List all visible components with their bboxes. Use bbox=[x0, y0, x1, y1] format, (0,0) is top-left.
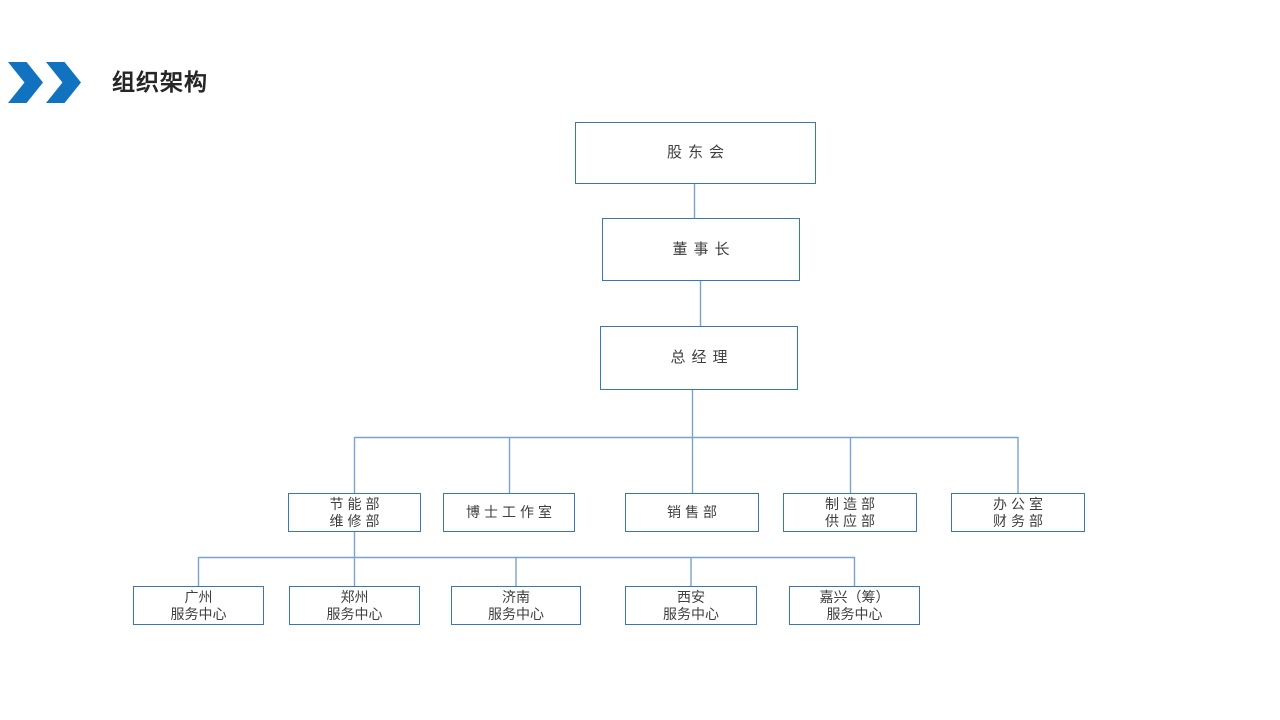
double-chevron-icon bbox=[8, 62, 81, 103]
node-label: 服务中心 bbox=[488, 605, 544, 622]
org-node-manufacturing-supply-dept: 制造部 供应部 bbox=[783, 493, 917, 532]
org-node-sales-dept: 销售部 bbox=[625, 493, 759, 532]
node-label: 供应部 bbox=[825, 512, 879, 529]
node-label: 博士工作室 bbox=[466, 504, 556, 520]
node-label: 广州 bbox=[184, 588, 213, 605]
node-label: 服务中心 bbox=[826, 605, 883, 622]
node-label: 销售部 bbox=[667, 504, 721, 520]
org-node-shareholders-meeting: 股东会 bbox=[575, 122, 816, 184]
chevron-right-icon bbox=[46, 62, 81, 103]
page-title: 组织架构 bbox=[112, 69, 208, 95]
node-label: 财务部 bbox=[993, 512, 1047, 529]
node-label: 西安 bbox=[677, 588, 705, 605]
org-node-general-manager: 总经理 bbox=[600, 326, 798, 390]
node-label: 办公室 bbox=[993, 495, 1047, 512]
slide-header: 组织架构 bbox=[8, 62, 208, 103]
org-node-chairman: 董事长 bbox=[602, 218, 800, 281]
node-label: 嘉兴（筹） bbox=[819, 588, 890, 605]
org-node-energy-saving-maintenance-dept: 节能部 维修部 bbox=[288, 493, 421, 532]
node-label: 服务中心 bbox=[326, 605, 383, 622]
node-label: 节能部 bbox=[329, 495, 384, 512]
node-label: 维修部 bbox=[329, 512, 384, 529]
org-node-jiaxing-service-center: 嘉兴（筹） 服务中心 bbox=[789, 586, 920, 625]
org-node-guangzhou-service-center: 广州 服务中心 bbox=[133, 586, 264, 625]
node-label: 服务中心 bbox=[170, 605, 227, 622]
chevron-right-icon bbox=[8, 62, 43, 103]
node-label: 服务中心 bbox=[663, 605, 719, 622]
org-node-xian-service-center: 西安 服务中心 bbox=[625, 586, 757, 625]
org-node-doctor-studio: 博士工作室 bbox=[443, 493, 575, 532]
org-node-zhengzhou-service-center: 郑州 服务中心 bbox=[289, 586, 420, 625]
org-node-jinan-service-center: 济南 服务中心 bbox=[451, 586, 581, 625]
node-label: 董事长 bbox=[672, 240, 736, 258]
node-label: 郑州 bbox=[340, 588, 369, 605]
org-node-office-finance-dept: 办公室 财务部 bbox=[951, 493, 1085, 532]
node-label: 济南 bbox=[502, 588, 530, 605]
node-label: 股东会 bbox=[666, 144, 730, 161]
node-label: 总经理 bbox=[670, 349, 734, 366]
node-label: 制造部 bbox=[825, 495, 879, 512]
